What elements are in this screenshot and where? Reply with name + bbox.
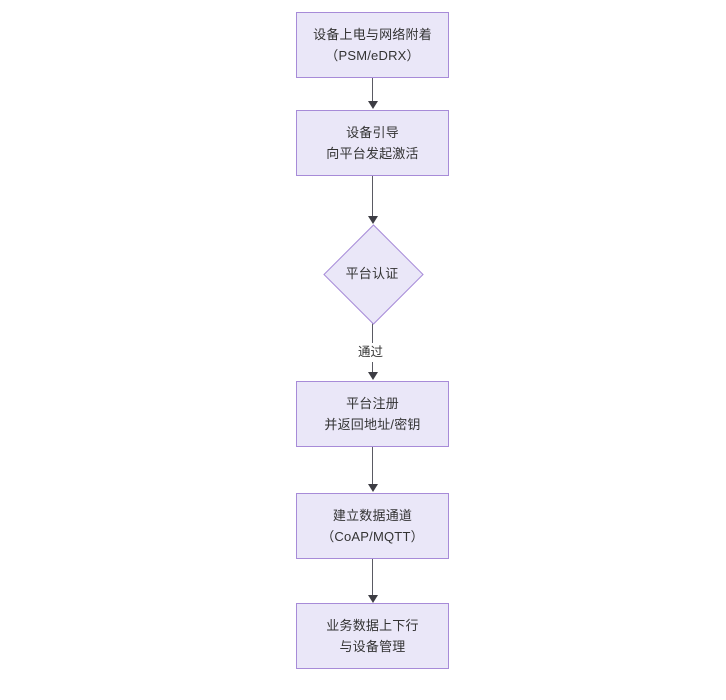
flow-node-text-line: 业务数据上下行 [326,618,419,633]
flow-node-data-channel[interactable]: 建立数据通道 （CoAP/MQTT） [296,493,449,559]
arrowhead-n2-n3 [368,216,378,224]
flow-node-text-line: 设备上电与网络附着 [313,27,432,42]
flow-node-text-line: 平台认证 [345,265,399,281]
flow-node-text-line: 平台注册 [346,396,399,411]
flow-node-text-line: 与设备管理 [339,639,406,654]
arrowhead-n4-n5 [368,484,378,492]
arrowhead-n3-n4 [368,372,378,380]
flow-node-text-line: 设备引导 [346,125,399,140]
flow-node-text-line: （CoAP/MQTT） [321,529,424,544]
connector-n1-n2 [372,78,373,103]
flow-node-device-bootstrap[interactable]: 设备引导 向平台发起激活 [296,110,449,176]
arrowhead-n5-n6 [368,595,378,603]
arrowhead-n1-n2 [368,101,378,109]
connector-n5-n6 [372,559,373,597]
flow-node-text-line: 并返回地址/密钥 [324,417,421,432]
flow-node-platform-auth-decision[interactable]: 平台认证 [317,223,427,325]
flow-node-text-line: 建立数据通道 [332,508,413,523]
flow-node-device-power-on[interactable]: 设备上电与网络附着 （PSM/eDRX） [296,12,449,78]
edge-label-pass: 通过 [355,343,387,362]
flow-node-business-data[interactable]: 业务数据上下行 与设备管理 [296,603,449,669]
connector-n4-n5 [372,447,373,485]
connector-n2-n3 [372,176,373,218]
flow-node-text-line: （PSM/eDRX） [325,48,420,63]
flow-node-text-line: 向平台发起激活 [326,146,419,161]
flow-node-platform-registration[interactable]: 平台注册 并返回地址/密钥 [296,381,449,447]
